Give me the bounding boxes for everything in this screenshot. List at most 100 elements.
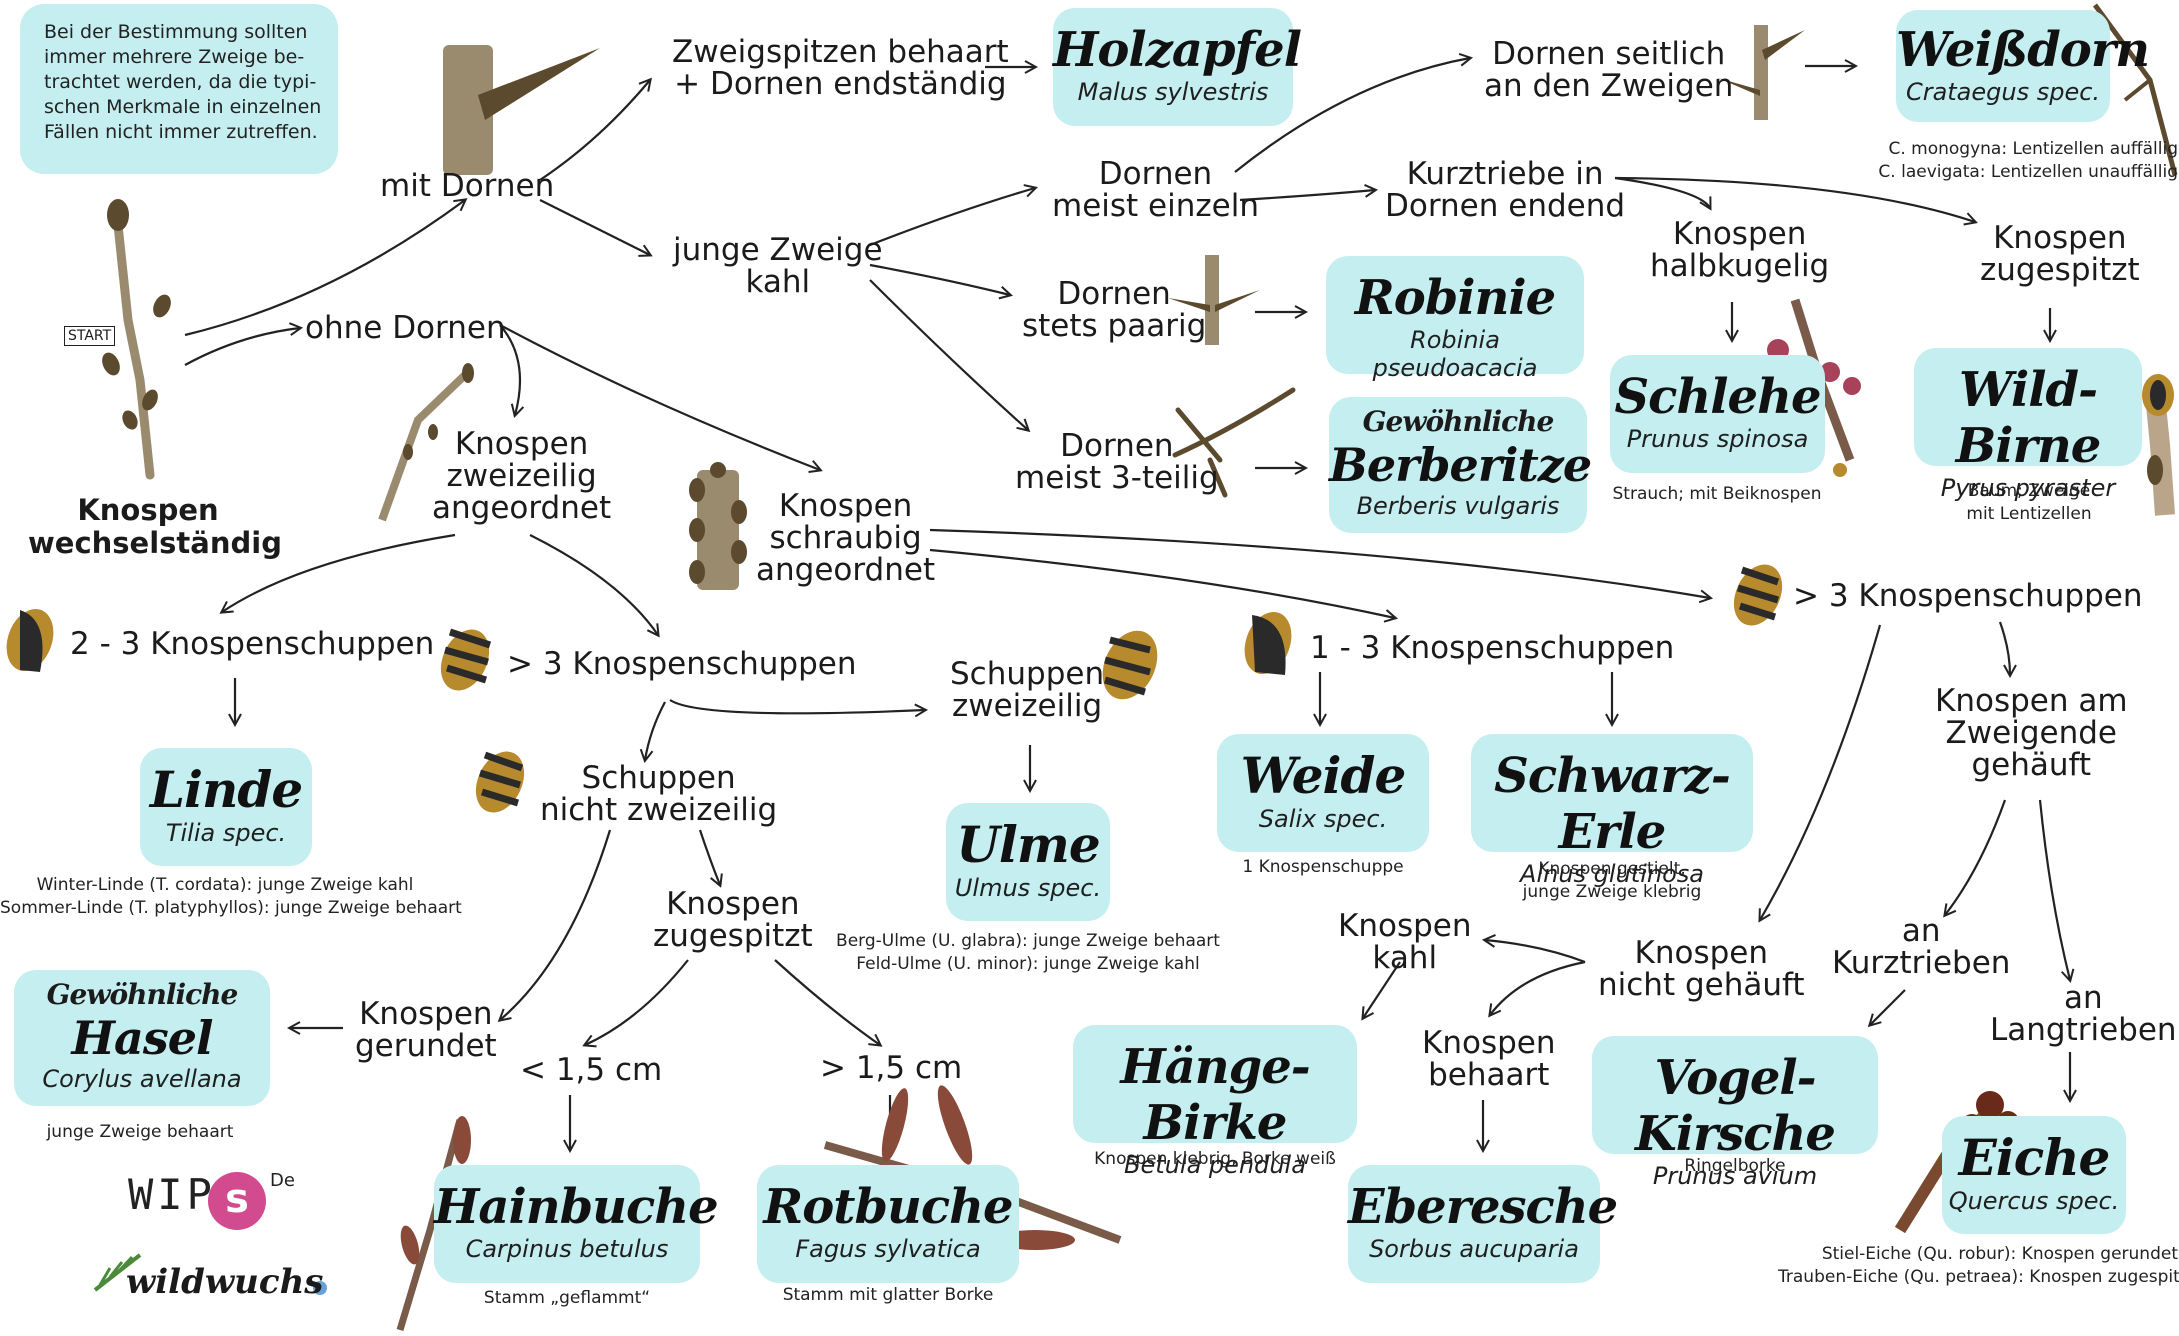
node-line: halbkugelig <box>1650 248 1830 284</box>
note-line: Knospen gestielt, <box>1538 859 1686 879</box>
node-ohne-dornen: ohne Dornen <box>305 312 506 344</box>
node-line: angeordnet <box>432 490 612 526</box>
node-line: junge Zweige <box>673 232 883 268</box>
species-name: Weide <box>1240 746 1407 805</box>
node-line: Knospen <box>1993 220 2127 256</box>
species-scientific-name: Salix spec. <box>1258 805 1388 833</box>
info-line: Bei der Bestimmung sollten <box>44 21 308 43</box>
node-line: > 3 Knospenschuppen <box>1793 578 2143 614</box>
species-scientific-name: Sorbus aucuparia <box>1369 1235 1579 1263</box>
node-schuppen-nicht-zweizeilig: Schuppen nicht zweizeilig <box>540 762 777 826</box>
note-line: Ringelborke <box>1684 1156 1786 1176</box>
node-knospen-kahl: Knospen kahl <box>1338 910 1472 974</box>
node-line: Dornen <box>1098 156 1213 192</box>
node-line: < 1,5 cm <box>520 1052 663 1088</box>
zweizeilig-twig-illustration <box>378 363 474 522</box>
note-line: Knospen klebrig, Borke weiß <box>1094 1149 1336 1169</box>
species-card-vogelkirsche: Vogel-Kirsche Prunus avium <box>1592 1036 1878 1190</box>
note-vogelkirsche: Ringelborke <box>1665 1155 1805 1178</box>
node-line: zweizeilig <box>951 688 1103 724</box>
note-line: junge Zweige behaart <box>46 1122 234 1142</box>
node-line: Dornen <box>1057 276 1171 312</box>
species-card-holzapfel: Holzapfel Malus sylvestris <box>1053 8 1302 126</box>
species-name: Berberitze <box>1329 438 1592 492</box>
info-note-text: Bei der Bestimmung sollten immer mehrere… <box>44 20 321 145</box>
main-title-line: Knospen <box>77 493 219 527</box>
species-name: Ulme <box>956 815 1100 874</box>
start-label: START <box>64 326 116 346</box>
wips-logo: WIP <box>128 1170 216 1219</box>
connector-arrows <box>184 58 2070 1150</box>
node-mit-dornen: mit Dornen <box>380 170 554 202</box>
node-an-kurztrieben: an Kurztrieben <box>1832 915 2010 979</box>
species-scientific-name: Quercus spec. <box>1948 1187 2120 1215</box>
node-line: > 1,5 cm <box>820 1050 963 1086</box>
node-line: Knospen <box>1634 935 1769 971</box>
species-card-eberesche: Eberesche Sorbus aucuparia <box>1348 1165 1618 1283</box>
node-knospen-am-zweigende: Knospen am Zweigende gehäuft <box>1935 685 2128 781</box>
node-line: Knospen <box>1672 216 1807 252</box>
species-scientific-name: Prunus avium <box>1652 1162 1818 1190</box>
species-card-linde: Linde Tilia spec. <box>140 748 312 866</box>
note-hainbuche: Stamm „geflammt“ <box>467 1287 667 1310</box>
species-card-wildbirne: Wild-Birne Pyrus pyraster <box>1914 348 2142 502</box>
node-line: Knospen <box>359 996 493 1032</box>
node-line: ohne Dornen <box>305 310 506 346</box>
node-line: mit Dornen <box>380 168 555 204</box>
node-zweigspitzen-behaart: Zweigspitzen behaart + Dornen endständig <box>672 36 1009 100</box>
node-line: Knospen <box>666 886 800 922</box>
node-knospenschuppen-gt3-right: > 3 Knospenschuppen <box>1793 580 2142 612</box>
note-line: Stamm „geflammt“ <box>483 1288 651 1308</box>
note-haengebirke: Knospen klebrig, Borke weiß <box>1085 1148 1345 1171</box>
species-name: Schwarz-Erle <box>1494 748 1731 860</box>
wildwuchs-logo: wildwuchs <box>126 1262 324 1302</box>
node-line: meist 3-teilig <box>1015 460 1219 496</box>
species-scientific-name: Berberis vulgaris <box>1356 492 1560 520</box>
node-line: Knospen <box>454 426 589 462</box>
node-line: nicht zweizeilig <box>540 792 778 828</box>
node-schuppen-zweizeilig: Schuppen zweizeilig <box>950 658 1104 722</box>
node-line: an <box>2063 980 2103 1016</box>
node-knospen-zugespitzt-mid: Knospen zugespitzt <box>653 888 813 952</box>
species-card-weissdorn: Weißdorn Crataegus spec. <box>1896 10 2150 122</box>
note-line: Winter-Linde (T. cordata): junge Zweige … <box>36 875 414 895</box>
node-line: > 3 Knospenschuppen <box>507 646 857 682</box>
node-line: kahl <box>745 264 811 300</box>
note-weide: 1 Knospenschuppe <box>1223 856 1423 879</box>
species-name: Rotbuche <box>763 1179 1013 1235</box>
species-name: Schlehe <box>1614 369 1822 425</box>
node-line: Kurztrieben <box>1832 945 2011 981</box>
main-title: Knospen wechselständig <box>28 493 282 560</box>
species-card-ulme: Ulme Ulmus spec. <box>946 803 1110 921</box>
node-line: 1 - 3 Knospenschuppen <box>1310 630 1675 666</box>
species-card-schwarzerle: Schwarz-Erle Alnus glutinosa <box>1471 734 1753 888</box>
species-name: Hainbuche <box>434 1179 719 1235</box>
node-line: Schuppen <box>581 760 736 796</box>
species-scientific-name: Ulmus spec. <box>954 874 1102 902</box>
node-gt-1-5-cm: > 1,5 cm <box>820 1052 962 1084</box>
node-line: kahl <box>1372 940 1438 976</box>
schraubig-stem-illustration <box>689 462 747 590</box>
note-line: C. laevigata: Lentizellen unauffällig <box>1878 162 2178 182</box>
note-line: Stamm mit glatter Borke <box>782 1285 994 1305</box>
start-twig-illustration <box>102 199 171 480</box>
node-dornen-3teilig: Dornen meist 3-teilig <box>1015 430 1219 494</box>
node-line: Zweigende <box>1945 715 2117 751</box>
node-line: zugespitzt <box>1980 252 2140 288</box>
info-line: schen Merkmale in einzelnen <box>44 96 322 118</box>
note-eiche: Stiel-Eiche (Qu. robur): Knospen gerunde… <box>1778 1243 2179 1289</box>
node-knospenschuppen-gt3-left: > 3 Knospenschuppen <box>507 648 856 680</box>
node-line: Knospen <box>1422 1025 1556 1061</box>
node-knospen-schraubig: Knospen schraubig angeordnet <box>756 490 935 586</box>
species-card-hasel: Gewöhnliche Hasel Corylus avellana <box>14 970 270 1106</box>
wildwuchs-leaf-decor <box>93 1253 327 1295</box>
species-card-weide: Weide Salix spec. <box>1217 734 1429 852</box>
note-linde: Winter-Linde (T. cordata): junge Zweige … <box>0 874 462 920</box>
node-knospen-zweizeilig: Knospen zweizeilig angeordnet <box>432 428 611 524</box>
node-line: 2 - 3 Knospenschuppen <box>70 626 435 662</box>
species-scientific-name: Malus sylvestris <box>1077 78 1269 106</box>
species-card-schlehe: Schlehe Prunus spinosa <box>1610 355 1825 473</box>
node-line: nicht gehäuft <box>1598 967 1805 1003</box>
species-name: Holzapfel <box>1053 22 1302 78</box>
